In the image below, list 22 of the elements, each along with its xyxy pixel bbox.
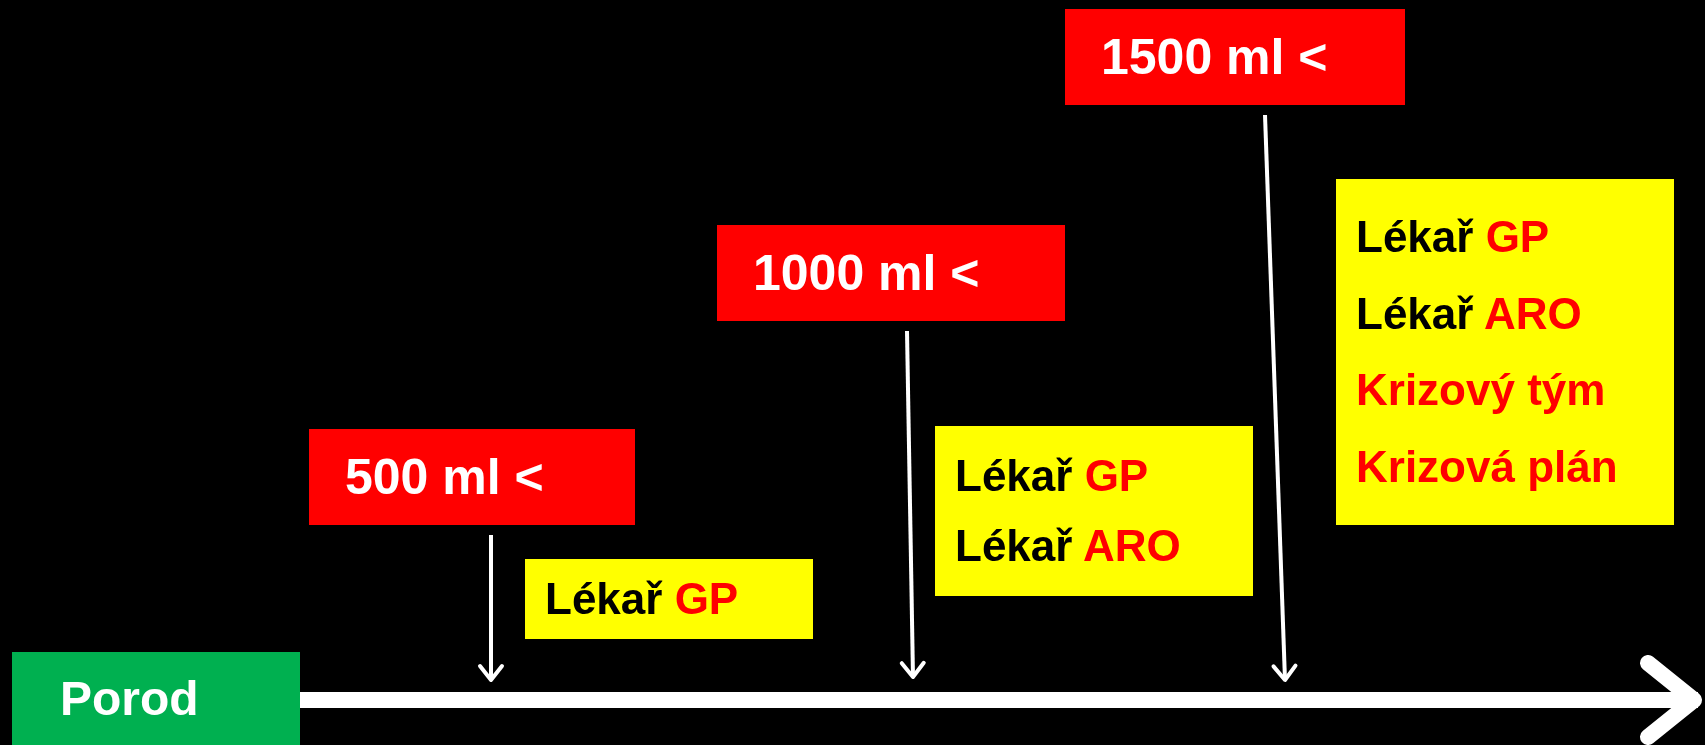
- start-box: [12, 652, 300, 745]
- threshold-label: 500 ml <: [345, 448, 545, 506]
- start-label: Porod: [60, 671, 200, 726]
- team-box: [525, 559, 813, 639]
- arrow: [1263, 114, 1298, 682]
- threshold-box: [309, 429, 635, 525]
- team-member: Krizový tým: [1356, 365, 1607, 416]
- threshold-box: [717, 225, 1065, 321]
- threshold-label: 1500 ml <: [1101, 28, 1329, 86]
- team-box: [935, 426, 1253, 596]
- team-member: Lékař ARO: [1356, 288, 1583, 339]
- timeline-arrow: [300, 655, 1702, 745]
- team-box: [1336, 179, 1674, 525]
- team-member: Lékař GP: [955, 451, 1150, 502]
- threshold-box: [1065, 9, 1405, 105]
- team-member: Lékař ARO: [955, 520, 1182, 571]
- team-member: Lékař GP: [545, 574, 740, 624]
- arrow: [478, 535, 504, 682]
- team-member: Krizová plán: [1356, 442, 1619, 493]
- threshold-label: 1000 ml <: [753, 244, 981, 302]
- team-member: Lékař GP: [1356, 211, 1551, 262]
- arrow: [899, 330, 926, 679]
